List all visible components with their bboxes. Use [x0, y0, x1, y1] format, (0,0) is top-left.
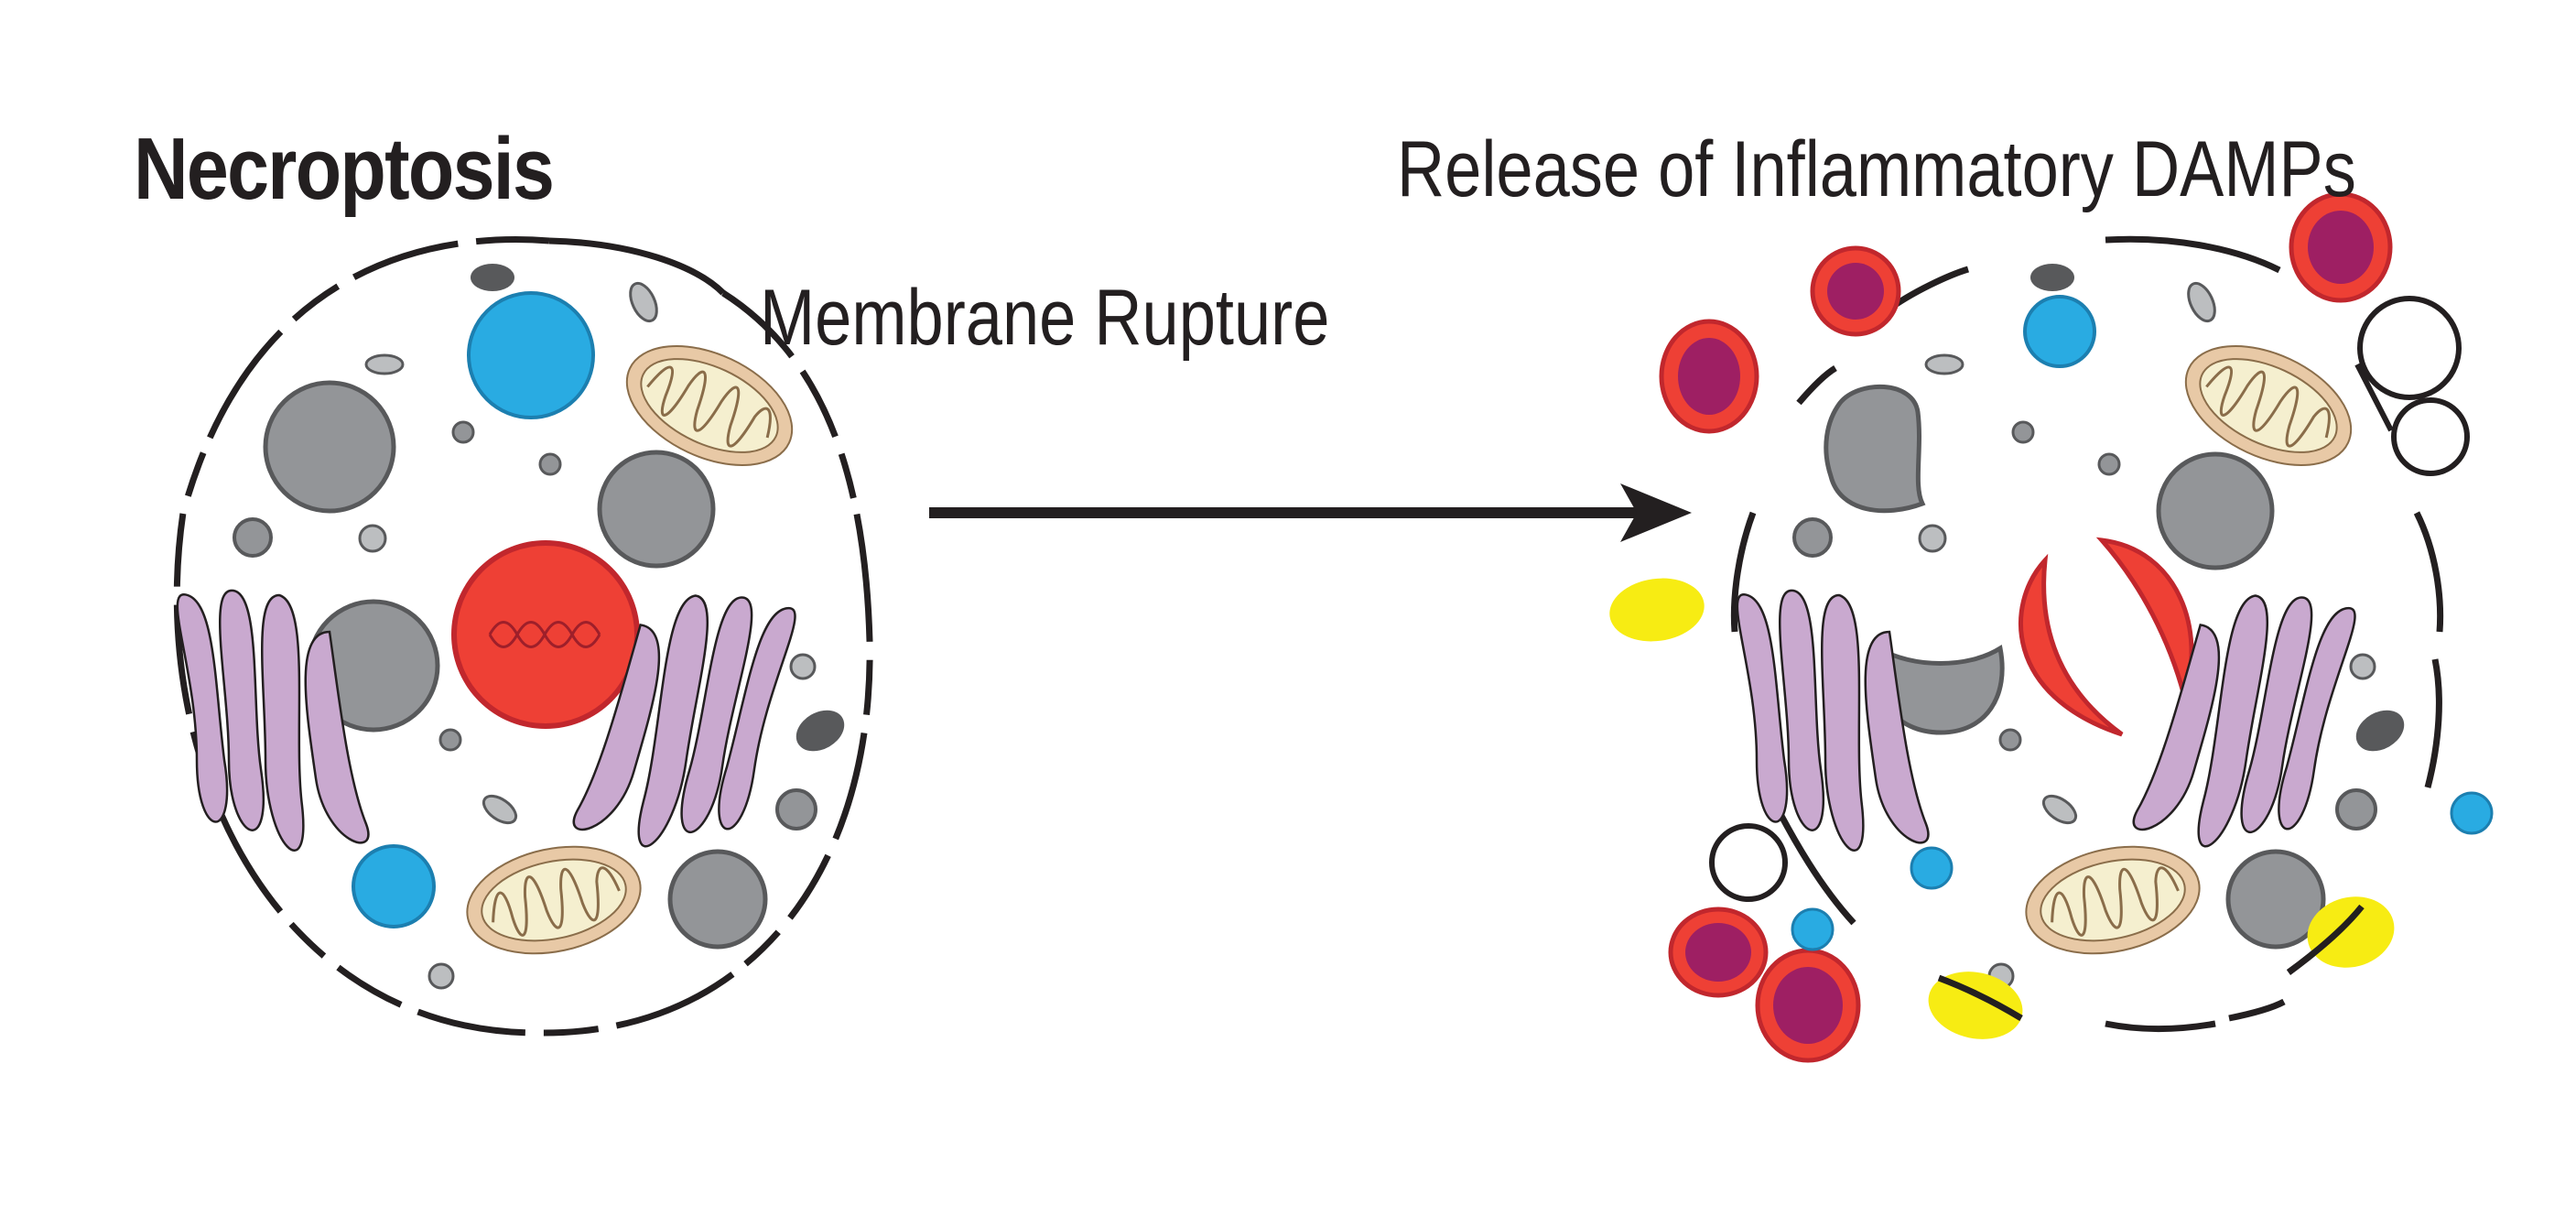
empty-vesicle — [1709, 823, 1788, 902]
nucleus-fragment — [2019, 553, 2124, 737]
granule — [364, 353, 405, 375]
mitochondrion — [455, 830, 653, 971]
organelle-gray — [667, 849, 768, 950]
granule — [2335, 788, 2377, 831]
granule — [2349, 653, 2376, 680]
granule — [1792, 517, 1833, 558]
damp-particle-core — [1773, 967, 1843, 1044]
released-damps — [1609, 191, 2494, 1063]
vesicle-blue — [352, 844, 436, 928]
organelle-gray — [597, 450, 716, 569]
granule — [2011, 420, 2035, 444]
granule — [438, 728, 462, 752]
granule — [2097, 452, 2121, 476]
diagram-title: Necroptosis — [134, 120, 555, 218]
nucleus-fragment — [2095, 537, 2194, 704]
damp-particle-yellow — [1928, 972, 2023, 1039]
dna-strand-icon — [488, 621, 601, 648]
granule — [471, 264, 514, 291]
granule — [2355, 710, 2405, 752]
vesicle-blue — [467, 291, 595, 419]
damp-particle-blue — [1791, 907, 1835, 951]
membrane-fragment — [2424, 658, 2442, 788]
granule — [2041, 794, 2078, 825]
membrane-fragment — [1730, 511, 1757, 633]
damp-particle-blue — [1910, 846, 1954, 890]
granule — [2187, 281, 2216, 323]
damp-particle-yellow — [1609, 578, 1705, 642]
granule — [358, 524, 387, 553]
membrane-fragment — [1796, 364, 1837, 406]
cell-membrane-dashed — [173, 236, 873, 1037]
membrane-fragment — [2413, 511, 2444, 633]
right-arrow-icon — [929, 483, 1692, 542]
granule — [2030, 264, 2074, 291]
granule — [233, 517, 273, 558]
organelle-gray-deformed — [1824, 384, 1926, 514]
granule — [1924, 353, 1964, 375]
granule — [428, 962, 455, 990]
granule — [538, 452, 562, 476]
intact-cell — [173, 236, 873, 1037]
empty-vesicle — [2357, 296, 2462, 400]
membrane-fragment — [2228, 998, 2286, 1022]
damp-particle-core — [1827, 263, 1884, 320]
granule — [789, 653, 817, 680]
damp-particle-core — [1685, 923, 1751, 982]
granule — [482, 794, 518, 825]
organelle-gray — [2225, 849, 2326, 950]
organelle-gray — [263, 380, 396, 514]
empty-vesicle — [2391, 397, 2470, 476]
granule — [775, 788, 817, 831]
damp-particle-core — [1678, 338, 1740, 415]
membrane-fragment — [2105, 1020, 2216, 1033]
mitochondrion — [2014, 830, 2212, 971]
granule — [1998, 728, 2022, 752]
damps-release-label: Release of Inflammatory DAMPs — [1397, 125, 2356, 213]
vesicle-blue — [2023, 295, 2096, 368]
damp-particle-core — [2308, 211, 2374, 284]
golgi-apparatus — [1736, 589, 1930, 852]
granule — [629, 281, 658, 323]
granule — [1918, 524, 1947, 553]
damp-particle-yellow — [2307, 896, 2395, 968]
granule — [451, 420, 475, 444]
membrane-rupture-label: Membrane Rupture — [760, 274, 1330, 362]
membrane-fragment — [2105, 235, 2281, 274]
organelle-gray — [2156, 451, 2275, 570]
damp-particle-blue — [2450, 791, 2494, 835]
granule — [796, 710, 845, 752]
ruptured-cell — [1730, 235, 2444, 1033]
